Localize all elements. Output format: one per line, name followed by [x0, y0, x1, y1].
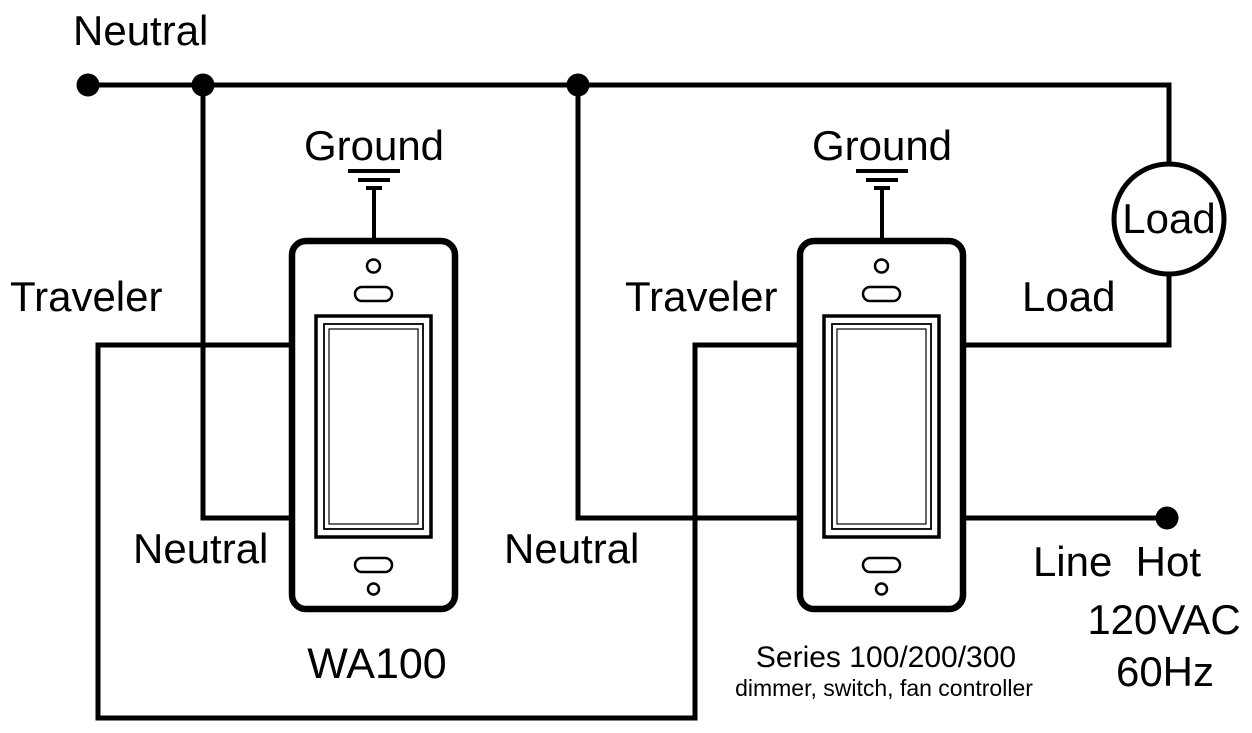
label-neutral-right: Neutral [504, 525, 639, 572]
load-wire [963, 274, 1172, 348]
left-switch-top-screw [365, 258, 382, 274]
ground-icon-right [856, 169, 908, 241]
right-switch-neutral-wire [575, 85, 800, 521]
traveler-wire [95, 342, 800, 721]
label-ground-left: Ground [304, 122, 444, 169]
label-neutral-left: Neutral [133, 525, 268, 572]
label-traveler-right: Traveler [625, 273, 777, 320]
right-switch-top-slot [861, 285, 902, 303]
ground-icon-left [348, 169, 400, 241]
label-traveler-left: Traveler [10, 273, 162, 320]
right-switch-bottom-slot [861, 556, 902, 574]
right-switch [796, 237, 967, 613]
load-device-circle [1111, 161, 1227, 277]
left-switch [288, 237, 459, 613]
label-load-wire: Load [1022, 273, 1115, 320]
junction-dot-neutral-right-switch [566, 73, 590, 97]
label-voltage: 120VAC [1087, 596, 1240, 643]
left-switch-neutral-wire [200, 85, 292, 521]
label-neutral-top: Neutral [73, 7, 208, 54]
load-device-label: Load [1122, 195, 1215, 242]
label-ground-right: Ground [812, 122, 952, 169]
right-switch-top-screw [873, 258, 890, 274]
right-switch-bottom-screw [874, 582, 889, 596]
label-frequency: 60Hz [1116, 648, 1214, 695]
right-switch-rocker-inner [836, 328, 927, 525]
junction-dot-neutral-left-end [76, 73, 100, 97]
junction-dot-line-hot [1155, 506, 1179, 530]
label-line-hot: Line Hot [1033, 538, 1201, 585]
label-left-switch-model: WA100 [307, 640, 446, 688]
neutral-bus-wire [88, 82, 1172, 164]
left-switch-top-slot [353, 285, 394, 303]
junction-dot-neutral-left-switch [191, 73, 215, 97]
left-switch-bottom-slot [353, 556, 394, 574]
label-right-switch-series: Series 100/200/300 [756, 641, 1016, 674]
left-switch-rocker-inner [328, 328, 419, 525]
left-switch-bottom-screw [366, 582, 381, 596]
label-right-switch-description: dimmer, switch, fan controller [735, 675, 1033, 701]
